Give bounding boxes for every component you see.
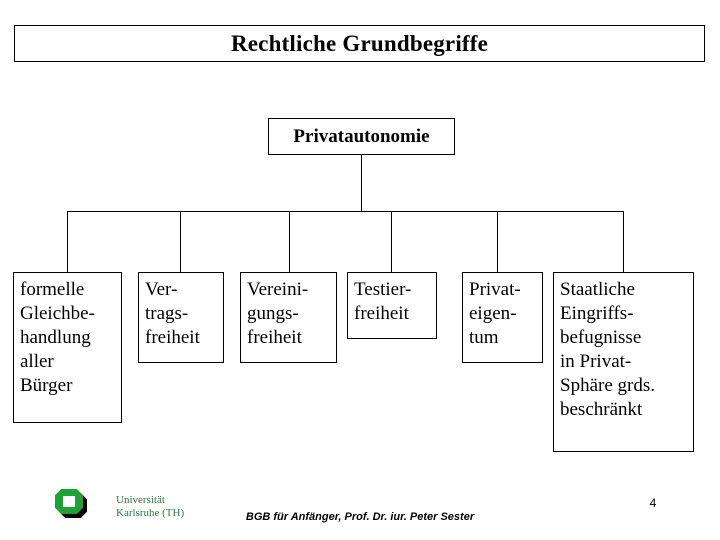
logo-octagon-shape xyxy=(55,489,83,514)
connector-drop-3 xyxy=(289,212,290,273)
footer-university-name: Universität Karlsruhe (TH) xyxy=(116,494,185,519)
diagram-node-privateigentum: Privat- eigen- tum xyxy=(462,272,543,363)
slide-title-box: Rechtliche Grundbegriffe xyxy=(14,25,705,62)
diagram-node-vertragsfreiheit: Ver- trags- freiheit xyxy=(138,272,224,363)
connector-root-stem xyxy=(361,155,362,212)
connector-drop-5 xyxy=(497,212,498,273)
connector-drop-6 xyxy=(623,212,624,273)
diagram-node-formelle-gleichbehandlung: formelle Gleichbe- handlung aller Bürger xyxy=(13,272,122,423)
diagram-root-label: Privatautonomie xyxy=(293,126,430,147)
diagram-node-vereinigungsfreiheit: Vereini- gungs- freiheit xyxy=(240,272,337,363)
connector-drop-1 xyxy=(67,212,68,273)
diagram-root-node: Privatautonomie xyxy=(268,118,455,155)
footer-page-number: 4 xyxy=(649,496,657,510)
connector-horizontal-bus xyxy=(67,211,624,212)
connector-drop-4 xyxy=(391,212,392,273)
logo-inner-square xyxy=(63,496,75,507)
diagram-node-testierfreiheit: Testier- freiheit xyxy=(347,272,437,339)
page-title: Rechtliche Grundbegriffe xyxy=(230,31,489,56)
connector-drop-2 xyxy=(180,212,181,273)
university-logo-icon xyxy=(55,489,89,519)
diagram-node-staatliche-eingriffsbefugnisse: Staatliche Eingriffs- befugnisse in Priv… xyxy=(553,272,694,452)
footer-course-info: BGB für Anfänger, Prof. Dr. iur. Peter S… xyxy=(245,511,475,523)
